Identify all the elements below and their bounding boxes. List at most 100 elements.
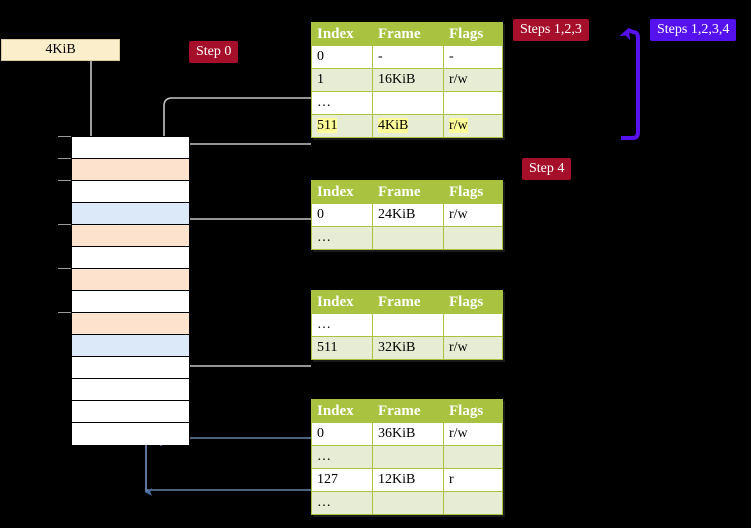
table-row: 0 24KiB r/w xyxy=(311,203,503,227)
table-row: 1 16KiB r/w xyxy=(311,68,503,92)
cell-value: 0 xyxy=(317,207,324,222)
table-cell: 0 xyxy=(311,45,373,69)
table-cell: r/w xyxy=(443,68,503,92)
memory-frame-row xyxy=(72,379,189,401)
memory-row-tick xyxy=(58,136,71,137)
table-cell: 16KiB xyxy=(372,68,444,92)
memory-frame-row xyxy=(72,335,189,357)
table-cell: 32KiB xyxy=(372,336,444,360)
cell-value: 0 xyxy=(317,49,324,64)
column-header-index: Index xyxy=(311,399,373,423)
connector-l0row511-to-memory xyxy=(176,143,311,184)
table-cell xyxy=(372,91,444,115)
table-row: 0 - - xyxy=(311,45,503,69)
table-cell: … xyxy=(311,313,373,337)
frame-size-label: 4KiB xyxy=(45,42,76,57)
column-header-frame: Frame xyxy=(372,290,444,314)
table-row: 0 36KiB r/w xyxy=(311,422,503,446)
column-header-flags: Flags xyxy=(443,290,503,314)
table-cell: … xyxy=(311,445,373,469)
memory-frame-row xyxy=(72,137,189,159)
table-cell: 24KiB xyxy=(372,203,444,227)
table-row: … xyxy=(311,91,503,115)
cell-value: - xyxy=(449,49,454,64)
column-header-flags: Flags xyxy=(443,22,503,46)
table-row: … xyxy=(311,313,503,337)
column-header-frame: Frame xyxy=(372,180,444,204)
table-row: … xyxy=(311,226,503,250)
column-header-index: Index xyxy=(311,290,373,314)
column-header-index: Index xyxy=(311,22,373,46)
cell-value: 127 xyxy=(317,472,338,487)
cell-value: 1 xyxy=(317,72,324,87)
cell-value: - xyxy=(378,49,383,64)
cell-value: 36KiB xyxy=(378,426,416,441)
table-cell xyxy=(443,91,503,115)
table-cell: … xyxy=(311,226,373,250)
cell-value: r/w xyxy=(449,426,468,441)
memory-row-tick xyxy=(58,268,71,269)
badge-steps-1234: Steps 1,2,3,4 xyxy=(650,19,737,41)
table-cell: 0 xyxy=(311,422,373,446)
table-cell xyxy=(443,313,503,337)
table-cell: - xyxy=(372,45,444,69)
memory-frame-row xyxy=(72,181,189,203)
cell-value: 16KiB xyxy=(378,72,416,87)
table-cell xyxy=(443,226,503,250)
cell-value: … xyxy=(317,95,331,110)
table-cell: 1 xyxy=(311,68,373,92)
table-cell: r/w xyxy=(443,422,503,446)
cell-value: 511 xyxy=(317,340,338,355)
badge-step-4: Step 4 xyxy=(522,158,572,180)
cell-value: … xyxy=(317,317,331,332)
table-cell: r/w xyxy=(443,336,503,360)
column-header-frame: Frame xyxy=(372,22,444,46)
column-header-flags: Flags xyxy=(443,399,503,423)
table-cell: 127 xyxy=(311,468,373,492)
memory-row-tick xyxy=(58,224,71,225)
cell-value: r/w xyxy=(449,72,468,87)
memory-row-tick xyxy=(58,158,71,159)
cell-value: … xyxy=(317,230,331,245)
table-cell: … xyxy=(311,91,373,115)
column-header-frame: Frame xyxy=(372,399,444,423)
table-cell xyxy=(372,491,444,515)
table-cell: - xyxy=(443,45,503,69)
table-cell xyxy=(372,445,444,469)
table-cell: 511 xyxy=(311,336,373,360)
memory-frames-box xyxy=(71,136,190,445)
table-row: … xyxy=(311,445,503,469)
frame-size-box: 4KiB xyxy=(1,39,120,61)
table-cell: 12KiB xyxy=(372,468,444,492)
memory-frame-row xyxy=(72,269,189,291)
cell-value: r/w xyxy=(449,207,468,222)
memory-frame-row xyxy=(72,159,189,181)
cell-value: r xyxy=(449,472,454,487)
badge-steps-123: Steps 1,2,3 xyxy=(513,19,589,41)
steps-bracket-arrow xyxy=(619,27,640,140)
table-cell: 0 xyxy=(311,203,373,227)
cell-value: r/w xyxy=(449,118,468,133)
memory-frame-row xyxy=(72,291,189,313)
cell-value: … xyxy=(317,495,331,510)
table-row: 511 32KiB r/w xyxy=(311,336,503,360)
table-cell xyxy=(443,491,503,515)
table-row: 127 12KiB r xyxy=(311,468,503,492)
table-cell: 36KiB xyxy=(372,422,444,446)
badge-step-0: Step 0 xyxy=(189,41,239,63)
column-header-index: Index xyxy=(311,180,373,204)
cell-value: 4KiB xyxy=(378,118,409,133)
cell-value: 12KiB xyxy=(378,472,416,487)
memory-frame-row xyxy=(72,423,189,445)
table-row: … xyxy=(311,491,503,515)
connector-l2row511-to-memory xyxy=(173,316,311,367)
table-cell: r/w xyxy=(443,114,503,138)
memory-frame-row xyxy=(72,203,189,225)
table-cell: … xyxy=(311,491,373,515)
cell-value: 32KiB xyxy=(378,340,416,355)
table-cell: r xyxy=(443,468,503,492)
table-cell xyxy=(372,226,444,250)
